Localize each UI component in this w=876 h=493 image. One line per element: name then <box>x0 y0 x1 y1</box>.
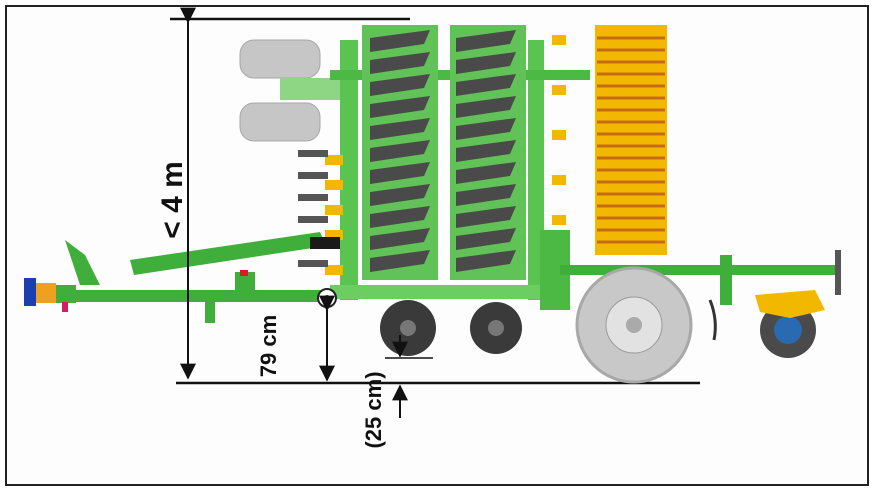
hitch-height-label: 79 cm <box>256 315 281 377</box>
disc-gang-front <box>362 25 438 280</box>
rear-harrow <box>708 250 841 358</box>
side-brackets <box>325 35 566 275</box>
depth-dimension <box>385 335 433 418</box>
disc-gang-rear <box>450 25 526 280</box>
transport-wheel <box>575 266 693 384</box>
spare-wheels <box>239 39 340 142</box>
packer-roller <box>595 25 667 255</box>
height-label: < 4 m <box>156 161 189 239</box>
drawbar <box>24 232 340 323</box>
ground-discs <box>380 300 522 356</box>
depth-label: (25 cm) <box>361 371 386 448</box>
